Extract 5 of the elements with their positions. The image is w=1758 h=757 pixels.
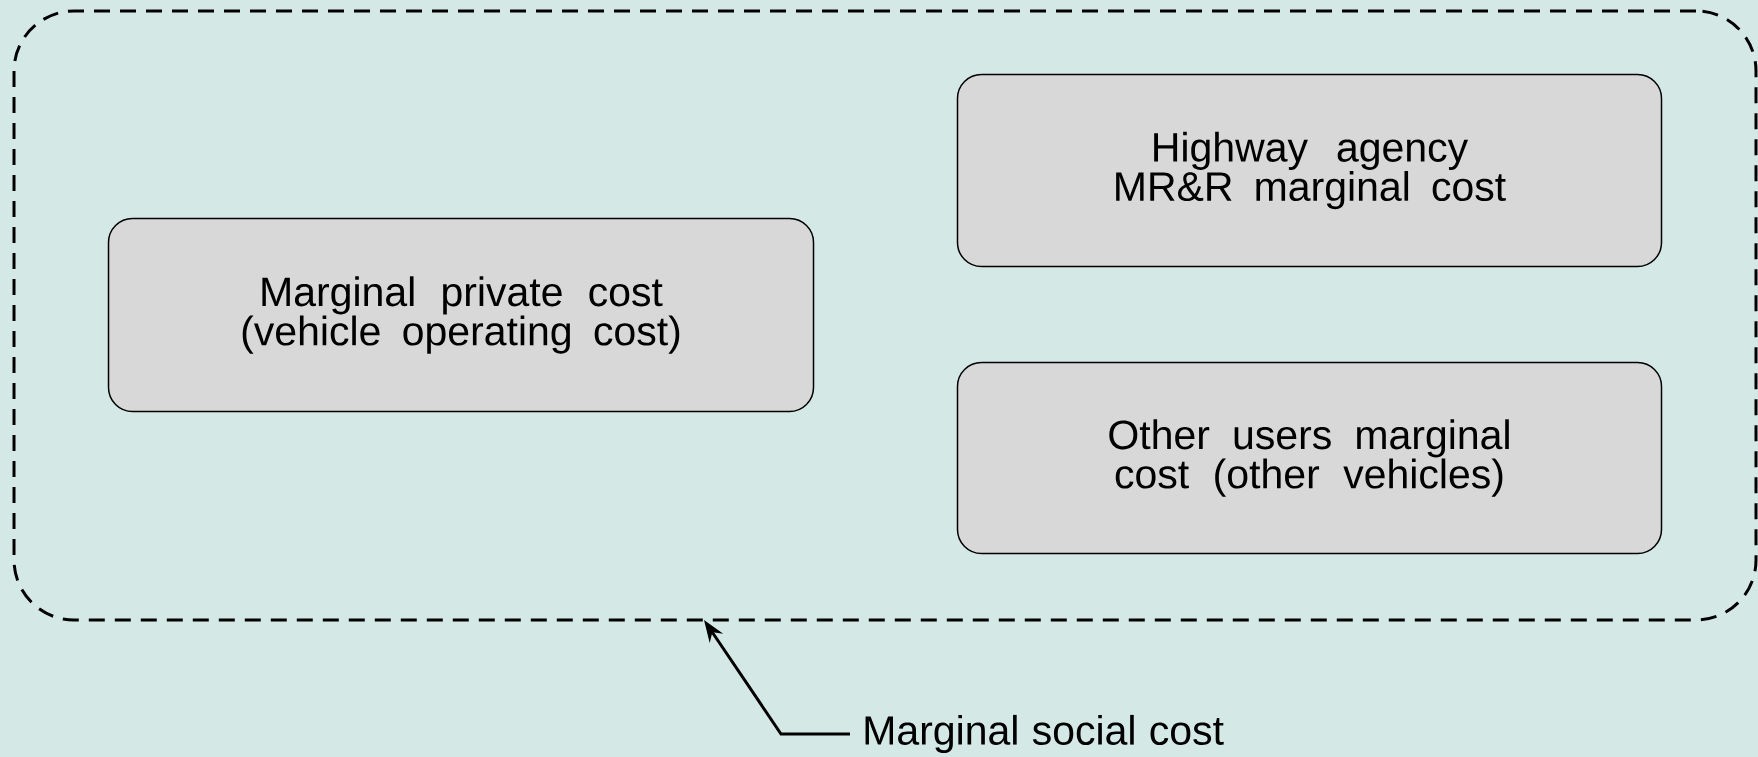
- cost-box: Marginal private cost (vehicle operating cost): [107, 217, 815, 413]
- label-text: Marginal social cost: [865, 714, 1224, 754]
- cost-box: Other users marginal cost (other vehicles): [956, 361, 1663, 555]
- dashed-frame: [12, 9, 1758, 622]
- cost-box: Highway agency MR&R marginal cost: [956, 73, 1663, 268]
